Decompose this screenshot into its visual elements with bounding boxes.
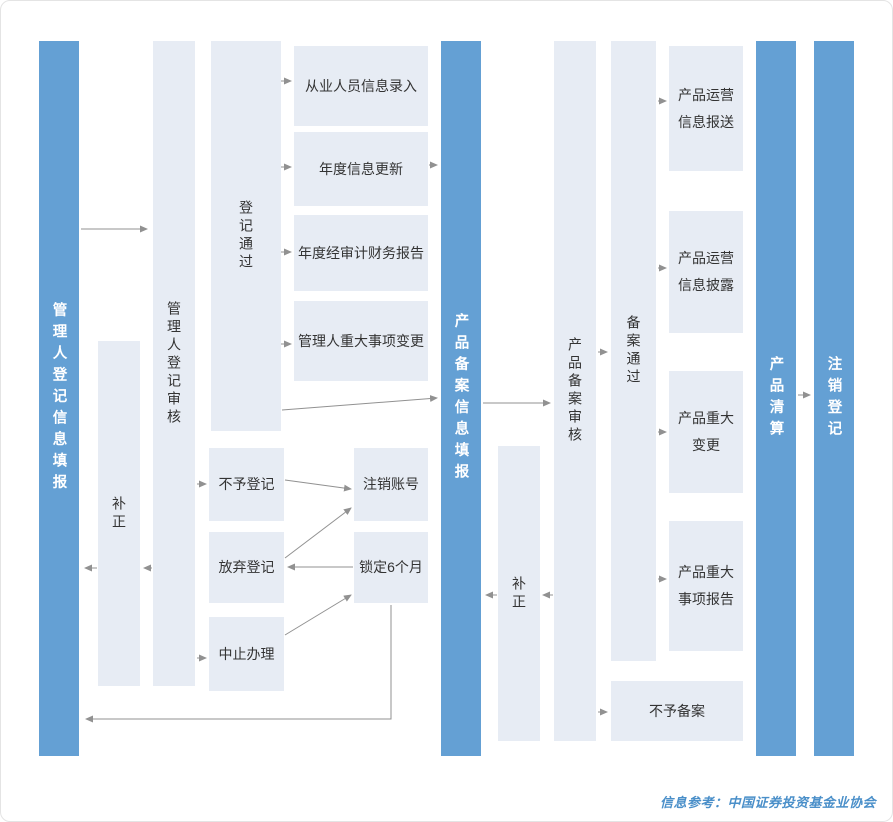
- box-manager-major-change-label: 管理人重大事项变更: [298, 332, 424, 349]
- arrow-suspend-to-lock6months: [284, 594, 352, 636]
- bar-registration-passed-label: 登记通过: [238, 200, 254, 272]
- box-suspend-processing: 中止办理: [209, 617, 284, 691]
- box-product-operation-disclosure: 产品运营 信息披露: [669, 211, 743, 333]
- box-annual-info-update: 年度信息更新: [294, 132, 428, 206]
- box-staff-info-entry-label: 从业人员信息录入: [305, 77, 417, 94]
- bar-correction-left-label: 补正: [111, 495, 127, 532]
- box-product-operation-reporting-label: 产品运营 信息报送: [678, 86, 734, 130]
- box-audited-financial-report-label: 年度经审计财务报告: [298, 244, 424, 261]
- bar-deregistration: 注销登记: [814, 41, 854, 756]
- box-staff-info-entry: 从业人员信息录入: [294, 46, 428, 126]
- arrow-abandon-to-cancel-account: [284, 507, 352, 559]
- bar-registration-passed: 登记通过: [211, 41, 281, 431]
- box-cancel-account-label: 注销账号: [363, 476, 419, 493]
- box-no-filing-label: 不予备案: [649, 702, 705, 719]
- bar-product-filing-review: 产品备案审核: [554, 41, 596, 741]
- box-lock-six-months-label: 锁定6个月: [359, 559, 423, 576]
- box-lock-six-months: 锁定6个月: [354, 532, 428, 603]
- box-product-operation-reporting: 产品运营 信息报送: [669, 46, 743, 171]
- box-product-major-event-report-label: 产品重大 事项报告: [678, 564, 734, 607]
- box-product-operation-disclosure-label: 产品运营 信息披露: [678, 250, 734, 293]
- bar-manager-registration-filling-label: 管理人登记信息填报: [50, 301, 67, 496]
- box-no-registration-label: 不予登记: [218, 476, 275, 493]
- box-no-registration: 不予登记: [209, 448, 284, 521]
- bar-filing-passed: 备案通过: [611, 41, 656, 661]
- bar-deregistration-label: 注销登记: [825, 355, 842, 442]
- bar-filing-passed-label: 备案通过: [625, 315, 642, 387]
- box-product-major-change: 产品重大 变更: [669, 371, 743, 493]
- box-suspend-processing-label: 中止办理: [218, 645, 275, 662]
- bar-product-filing-filling: 产品备案信息填报: [441, 41, 481, 756]
- box-abandon-registration-label: 放弃登记: [218, 559, 275, 576]
- bar-manager-registration-review: 管理人登记审核: [153, 41, 195, 686]
- bar-product-liquidation: 产品清算: [756, 41, 796, 756]
- arrow-regpassed-to-product-fill: [281, 395, 438, 411]
- box-manager-major-change: 管理人重大事项变更: [294, 301, 428, 381]
- box-audited-financial-report: 年度经审计财务报告: [294, 215, 428, 291]
- bar-product-filing-review-label: 产品备案审核: [567, 337, 583, 445]
- bar-product-liquidation-label: 产品清算: [767, 355, 784, 442]
- bar-correction-left: 补正: [98, 341, 140, 686]
- arrow-no-registration-to-cancel-account: [284, 479, 352, 492]
- box-cancel-account: 注销账号: [354, 448, 428, 521]
- bar-manager-registration-review-label: 管理人登记审核: [166, 300, 182, 427]
- box-no-filing: 不予备案: [611, 681, 743, 741]
- bar-manager-registration-filling: 管理人登记信息填报: [39, 41, 79, 756]
- box-product-major-event-report: 产品重大 事项报告: [669, 521, 743, 651]
- box-product-major-change-label: 产品重大 变更: [678, 410, 734, 453]
- box-abandon-registration: 放弃登记: [209, 532, 284, 603]
- bar-correction-right: 补正: [498, 446, 540, 741]
- box-annual-info-update-label: 年度信息更新: [319, 160, 403, 177]
- bar-correction-right-label: 补正: [511, 575, 527, 612]
- bar-product-filing-filling-label: 产品备案信息填报: [452, 312, 469, 485]
- source-reference-text: 信息参考：中国证券投资基金业协会: [659, 795, 876, 810]
